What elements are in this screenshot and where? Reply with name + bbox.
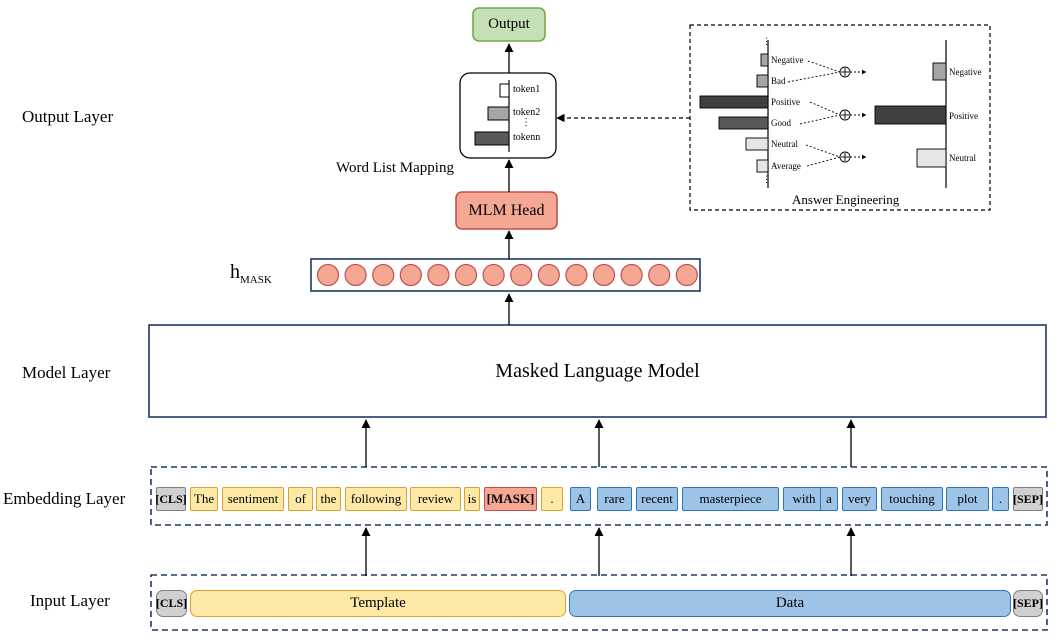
embedding-token-template: following [345,487,407,511]
embedding-token-data: plot [946,487,989,511]
h-mask-base: h [230,261,240,283]
answer-plus-circles [839,66,851,163]
input-template-segment: Template [190,590,566,617]
h-mask-unit [399,263,422,287]
word-list-bar-1 [499,83,510,98]
answer-engineering-frame [689,24,991,211]
h-mask-unit [372,263,395,287]
mlm-head-box [455,191,558,230]
word-list-token-2: token2 [513,107,541,118]
answer-left-ellipsis-top: ⋮ [762,36,771,46]
answer-left-label-neutral: Neutral [771,139,798,149]
h-mask-unit [510,263,533,287]
word-list-mapping-label: Word List Mapping [336,160,454,176]
answer-right-bar-negative [932,62,947,81]
embedding-token-template: sentiment [222,487,284,511]
answer-left-label-positive: Positive [771,97,801,107]
embedding-token-data: with [783,487,825,511]
word-list-bar-n [474,131,510,146]
h-mask-unit [648,263,671,287]
masked-language-model-box [148,324,1047,418]
answer-right-label-neutral: Neutral [949,153,976,163]
h-mask-circles [316,263,698,287]
embedding-token-template: . [541,487,563,511]
h-mask-unit [482,263,505,287]
embedding-token-data: . [992,487,1009,511]
embedding-token-special: [SEP] [1013,487,1043,511]
answer-right-label-positive: Positive [949,111,979,121]
h-mask-unit [344,263,367,287]
answer-left-label-average: Average [771,161,801,171]
embedding-token-data: rare [597,487,632,511]
h-mask-unit [592,263,616,287]
embedding-token-data: recent [636,487,678,511]
word-list-ellipsis: ⋮ [521,117,531,128]
embedding-token-data: a [820,487,838,511]
output-label: Output [488,16,530,32]
word-list-bar-2 [487,106,510,121]
answer-bar-neutral [745,137,769,151]
mlm-head-label: MLM Head [468,201,545,219]
answer-bar-average [756,159,769,173]
embedding-layer-label: Embedding Layer [3,489,126,508]
answer-left-label-good: Good [771,118,791,128]
answer-left-ellipsis-bottom: ⋮ [762,174,771,184]
embedding-token-data: A [570,487,591,511]
word-list-token-n: tokenn [513,132,541,143]
embedding-token-template: review [410,487,461,511]
embedding-token-data: masterpiece [682,487,779,511]
embedding-token-template: The [190,487,218,511]
model-layer-label: Model Layer [22,363,111,382]
h-mask-unit [620,263,643,287]
answer-bar-negative [760,53,769,67]
answer-bar-bad [756,74,769,88]
embedding-token-template: the [316,487,341,511]
answer-left-label-bad: Bad [771,76,786,86]
h-mask-unit [537,263,560,287]
embedding-token-special: [CLS] [155,487,187,511]
h-mask-unit [427,263,450,287]
input-data-segment: Data [569,590,1011,617]
answer-merge-lines [787,60,867,167]
embedding-token-template: of [288,487,313,511]
answer-engineering-title: Answer Engineering [792,192,900,207]
h-mask-unit [565,263,588,287]
h-mask-unit [454,263,478,287]
answer-bar-positive [699,95,769,109]
h-mask-unit [675,263,698,287]
answer-right-label-negative: Negative [949,67,982,77]
answer-right-bar-positive [874,105,947,125]
embedding-token-template: is [464,487,480,511]
input-sep-segment: [SEP] [1013,590,1043,617]
answer-right-bar-neutral [916,148,947,168]
embedding-token-data: very [842,487,877,511]
answer-left-label-negative: Negative [771,55,804,65]
word-list-token-1: token1 [513,84,541,95]
embedding-layer-frame [150,466,1048,526]
output-layer-label: Output Layer [22,107,114,126]
h-mask-subscript: MASK [240,274,272,286]
input-layer-frame [150,574,1048,631]
embedding-token-mask: [MASK] [484,487,537,511]
answer-bar-good [718,116,769,130]
output-box [472,7,546,42]
h-mask-unit [316,263,340,287]
input-cls-segment: [CLS] [156,590,187,617]
masked-language-model-label: Masked Language Model [495,359,700,382]
h-mask-label: hMASK [230,261,272,286]
embedding-token-data: touching [881,487,943,511]
input-layer-label: Input Layer [30,591,110,610]
